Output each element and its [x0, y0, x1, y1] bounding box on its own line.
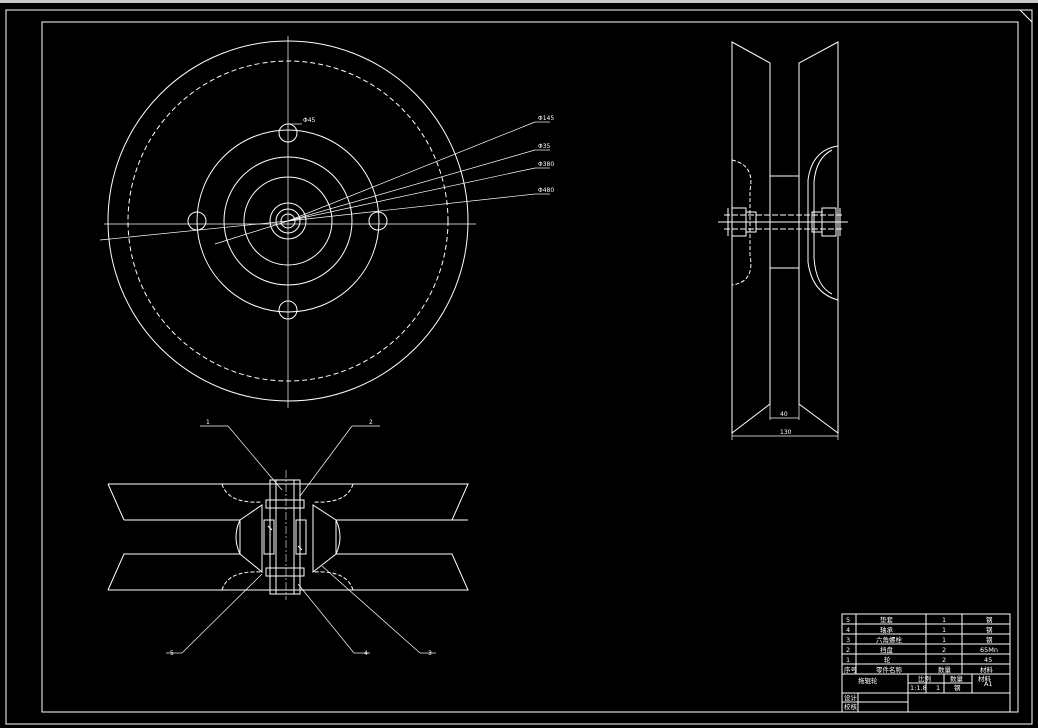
row-name: 轮 [884, 655, 891, 664]
designer-label: 设计 [844, 693, 858, 702]
outer-border [5, 9, 1033, 725]
material-value: 钢 [954, 684, 961, 692]
callout-3: 3 [428, 650, 432, 657]
detail-callouts: 1 2 3 4 5 [170, 419, 432, 657]
row-name: 挡盘 [880, 645, 894, 654]
row-qty: 2 [942, 656, 946, 664]
side-view [718, 41, 848, 440]
callout-4: 4 [364, 650, 368, 657]
row-mat: 45 [984, 656, 992, 664]
front-view-dims: Φ45 Φ145 Φ35 Φ380 Φ480 [303, 115, 554, 194]
row-name: 六角螺栓 [876, 635, 903, 644]
title-block [841, 613, 1011, 713]
dim-label-d480: Φ480 [538, 187, 554, 194]
row-no: 1 [846, 656, 850, 664]
row-mat: 65Mn [980, 646, 998, 654]
row-no: 3 [846, 636, 850, 644]
dim-label-d45: Φ45 [303, 117, 316, 124]
row-qty: 2 [942, 646, 946, 654]
side-view-dims: 40 130 [780, 411, 792, 436]
callout-1: 1 [206, 419, 210, 426]
row-name: 轴承 [880, 625, 894, 634]
count-value: 1 [936, 684, 940, 692]
row-no: 5 [846, 616, 850, 624]
row-mat: 钢 [986, 636, 993, 644]
detail-view [107, 425, 469, 654]
row-mat: 钢 [986, 626, 993, 634]
row-qty: 1 [942, 636, 946, 644]
window-top-bar [0, 0, 1038, 3]
checker-label: 校核 [844, 702, 858, 711]
header-no: 序号 [844, 665, 858, 674]
scale-label: 比例 [918, 674, 931, 683]
scale-value: 1:1.8 [910, 684, 927, 692]
row-no: 2 [846, 646, 850, 654]
count-label: 数量 [950, 674, 964, 683]
inner-border [41, 21, 1019, 713]
header-mat: 材料 [980, 665, 994, 674]
dim-label-d380: Φ380 [538, 161, 554, 168]
row-qty: 1 [942, 626, 946, 634]
row-no: 4 [846, 626, 850, 634]
header-name: 零件名称 [876, 665, 903, 674]
title-block-text: 5 垫套 1 钢 4 轴承 1 钢 3 六角螺栓 1 钢 2 挡盘 2 65Mn… [844, 615, 998, 711]
dim-label-d145: Φ145 [538, 115, 554, 122]
dim-label-d35: Φ35 [538, 143, 551, 150]
row-qty: 1 [942, 616, 946, 624]
corner-mark [1019, 9, 1033, 23]
callout-2: 2 [369, 419, 373, 426]
dim-label-40: 40 [780, 411, 788, 418]
header-qty: 数量 [938, 665, 952, 674]
part-name: 拖辊轮 [858, 676, 878, 685]
dim-label-130: 130 [780, 429, 792, 436]
sheet-size: A1 [984, 680, 993, 688]
row-mat: 钢 [986, 616, 993, 624]
material-label: 材料 [978, 674, 992, 683]
row-name: 垫套 [880, 615, 894, 624]
front-view [99, 36, 550, 408]
callout-5: 5 [170, 650, 174, 657]
